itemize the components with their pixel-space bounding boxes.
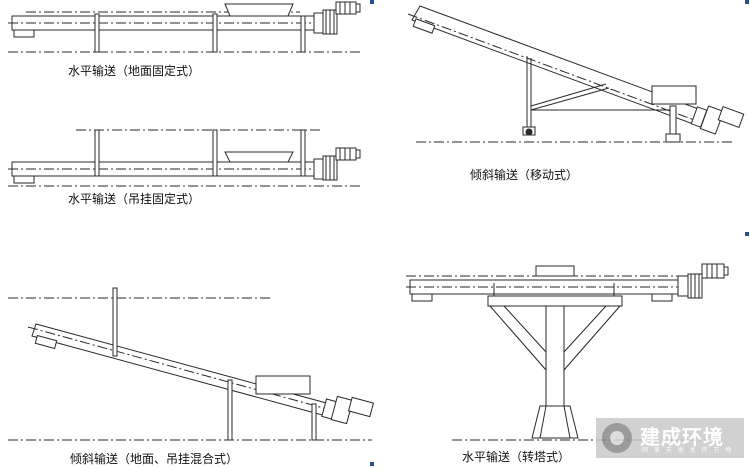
slewing-ring xyxy=(487,295,623,307)
watermark-tagline: 同 享 天 地 关 怀 万 物 xyxy=(642,447,734,454)
drive-motor xyxy=(335,147,357,161)
panel-horizontal-tower xyxy=(406,263,729,441)
drive-motor xyxy=(335,1,357,15)
drive-motor xyxy=(701,263,725,279)
caption-horizontal-floor: 水平输送（地面固定式） xyxy=(68,63,200,78)
corner-mark xyxy=(745,232,749,236)
corner-mark xyxy=(370,462,374,466)
diagonal-brace xyxy=(530,87,610,111)
watermark: 建成环境 同 享 天 地 关 怀 万 物 xyxy=(596,418,744,458)
hanging-rod xyxy=(300,129,306,177)
caption-horizontal-tower: 水平输送（转塔式） xyxy=(462,449,570,464)
inclined-trough xyxy=(31,323,331,417)
watermark-brand: 建成环境 xyxy=(640,425,724,449)
panel-horizontal-floor xyxy=(8,1,361,53)
caption-inclined-mobile: 倾斜输送（移动式） xyxy=(470,167,578,182)
feed-hopper xyxy=(224,151,294,163)
gear-reducer xyxy=(699,105,725,135)
drive-motor xyxy=(717,106,745,128)
panel-horizontal-hanging xyxy=(8,129,361,187)
tower-brace xyxy=(489,305,547,371)
top-cap xyxy=(535,265,575,277)
base-gusset xyxy=(563,405,571,439)
corner-mark xyxy=(745,0,749,4)
feed-hopper xyxy=(255,375,311,395)
hanging-rod xyxy=(94,129,100,177)
tower-base xyxy=(531,405,579,439)
discharge-outlet xyxy=(13,29,35,38)
floor-leg xyxy=(311,403,317,441)
screw-axis xyxy=(407,13,717,129)
motor-end-cap xyxy=(355,149,361,159)
base-gusset xyxy=(539,405,547,439)
discharge-outlet xyxy=(411,293,433,302)
feed-hopper xyxy=(651,85,697,105)
hanging-rod xyxy=(212,129,218,177)
corner-mark xyxy=(370,0,374,4)
caption-horizontal-hanging: 水平输送（吊挂固定式） xyxy=(68,191,200,206)
discharge-outlet xyxy=(412,18,436,34)
discharge-outlet xyxy=(34,334,58,350)
rear-foot xyxy=(665,133,681,143)
drive-motor xyxy=(347,396,375,418)
tower-brace xyxy=(503,305,547,353)
tower-brace xyxy=(563,305,621,371)
diagonal-brace xyxy=(530,83,607,107)
motor-end-cap xyxy=(355,3,361,13)
panel-inclined-mobile xyxy=(407,5,745,143)
support-leg xyxy=(300,15,306,53)
discharge-outlet xyxy=(651,293,673,302)
support-leg xyxy=(94,13,100,53)
caption-inclined-mixed: 倾斜输送（地面、吊挂混合式） xyxy=(70,451,238,466)
tower-brace xyxy=(563,305,607,353)
brand-logo-icon xyxy=(602,423,632,453)
drive-coupling xyxy=(677,275,689,297)
motor-end-cap xyxy=(723,266,729,276)
feed-hopper xyxy=(224,3,294,17)
panel-inclined-mixed xyxy=(8,287,375,441)
gear-reducer xyxy=(330,395,354,425)
rear-leg xyxy=(669,105,677,137)
floor-leg xyxy=(227,379,233,441)
support-leg xyxy=(212,13,218,53)
discharge-outlet xyxy=(13,175,35,184)
hanging-rod xyxy=(112,287,118,357)
wheel xyxy=(525,128,533,136)
